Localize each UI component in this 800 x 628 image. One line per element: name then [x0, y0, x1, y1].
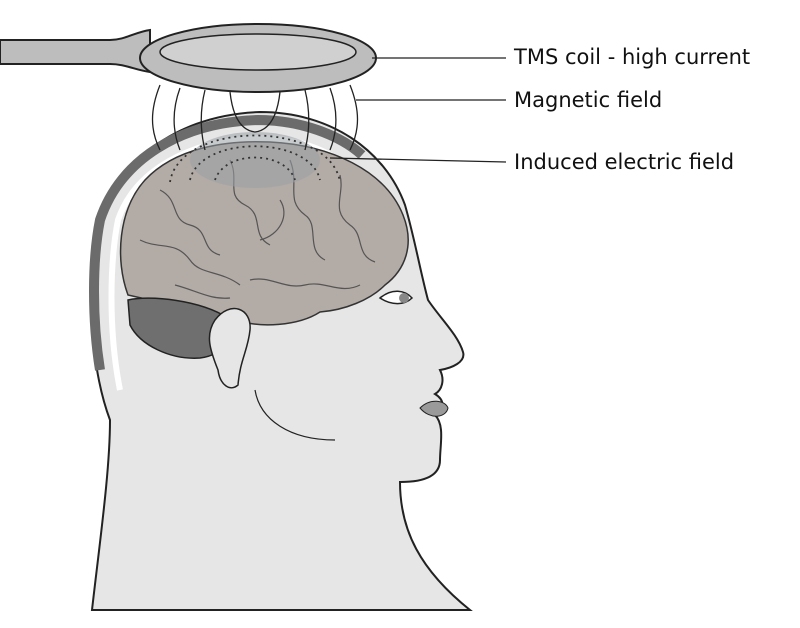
label-tms-coil: TMS coil - high current — [514, 45, 751, 69]
label-induced-electric-field: Induced electric field — [514, 150, 735, 174]
lips — [419, 400, 449, 417]
scalp — [89, 114, 366, 371]
jaw-line — [254, 389, 336, 441]
magnetic-field-lines — [151, 84, 359, 151]
label-magnetic-field: Magnetic field — [514, 88, 663, 112]
coil-handle — [0, 28, 151, 74]
electric-field-lines — [169, 134, 341, 183]
ear — [208, 307, 251, 389]
coil-inner-ring — [159, 33, 357, 71]
electric-leader-line — [329, 157, 507, 163]
stimulated-region — [190, 132, 320, 188]
iris — [399, 293, 409, 303]
